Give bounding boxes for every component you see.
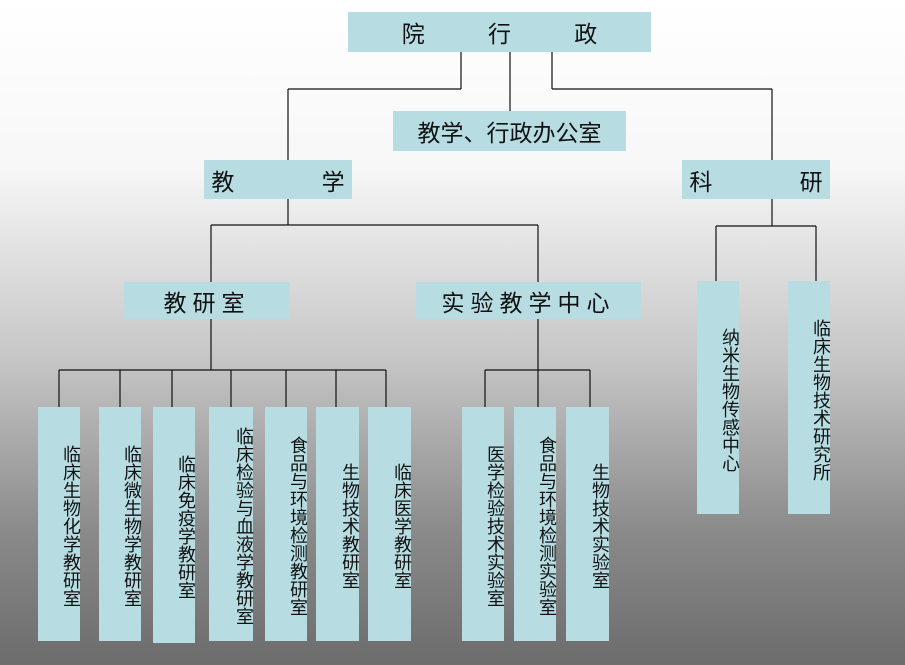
node-dept-biotechnology: 生物技术教研室 bbox=[316, 407, 360, 641]
node-research: 科 研 bbox=[682, 160, 830, 199]
node-lab-biotechnology: 生物技术实验室 bbox=[566, 407, 610, 641]
node-dept-clinical-immunology: 临床免疫学教研室 bbox=[153, 407, 196, 643]
node-research-nano-biosensing: 纳米生物传感中心 bbox=[697, 281, 740, 514]
node-dept-clinical-biochemistry: 临床生物化学教研室 bbox=[38, 407, 81, 641]
node-dept-clinical-hematology: 临床检验与血液学教研室 bbox=[209, 407, 254, 641]
node-research-clinical-biotech-institute: 临床生物技术研究所 bbox=[788, 281, 831, 514]
node-dept-food-environment: 食品与环境检测教研室 bbox=[265, 407, 308, 641]
node-dept-clinical-microbiology: 临床微生物学教研室 bbox=[99, 407, 142, 641]
node-lab-center: 实验教学中心 bbox=[416, 282, 641, 319]
node-office: 教学、行政办公室 bbox=[393, 111, 626, 151]
node-dept-clinical-medicine: 临床医学教研室 bbox=[368, 407, 412, 641]
node-lab-food-environment: 食品与环境检测实验室 bbox=[514, 407, 557, 641]
node-root: 院 行 政 bbox=[348, 12, 651, 52]
node-teaching: 教 学 bbox=[204, 160, 352, 199]
node-dept-section: 教研室 bbox=[124, 282, 290, 319]
node-lab-medical-testing: 医学检验技术实验室 bbox=[462, 407, 505, 641]
